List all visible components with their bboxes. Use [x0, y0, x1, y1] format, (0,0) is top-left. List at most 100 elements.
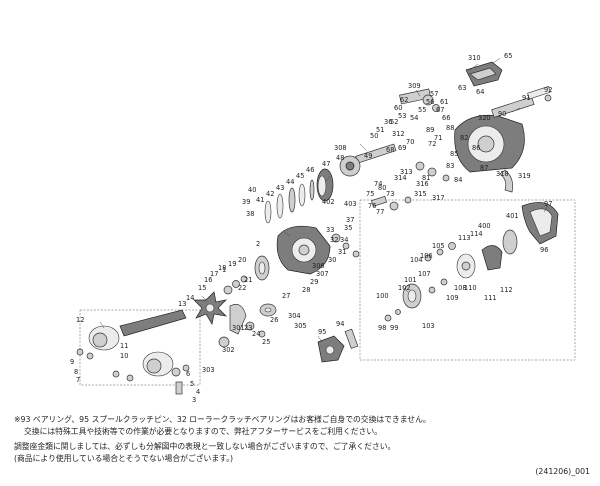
- part-label: 15: [198, 284, 206, 292]
- exploded-parts-diagram: 65 310 63 64 309 57 56 55 54 53 52 51 50…: [70, 52, 576, 404]
- part-label: 88: [446, 124, 454, 132]
- part-label: 62: [400, 96, 408, 104]
- part-label: 45: [296, 172, 304, 180]
- part-label: 111: [484, 294, 497, 302]
- part-label: 48: [336, 154, 344, 162]
- part-label: 30: [328, 256, 336, 264]
- part-label: 94: [336, 320, 344, 328]
- part-label: 105: [432, 242, 445, 250]
- part-label: 27: [282, 292, 290, 300]
- part-label: 61: [440, 98, 448, 106]
- part-label: 19: [228, 260, 236, 268]
- part-label: 320: [478, 114, 491, 122]
- part-label: 106: [420, 252, 433, 260]
- part-label: 13: [178, 300, 186, 308]
- drag-washer-stack: [264, 179, 412, 224]
- part-label: 57: [430, 90, 438, 98]
- part-label: 82: [460, 134, 468, 142]
- part-label: 63: [458, 84, 466, 92]
- part-label: 50: [370, 132, 378, 140]
- part-label: 97: [544, 200, 552, 208]
- part-label: 68: [386, 146, 394, 154]
- part-label: 314: [394, 174, 407, 182]
- part-label: 52: [390, 118, 398, 126]
- part-label: 41: [256, 196, 264, 204]
- part-label: 101: [404, 276, 417, 284]
- part-label: 112: [500, 286, 513, 294]
- part-label: 114: [470, 230, 483, 238]
- part-label: 29: [310, 278, 318, 286]
- part-label: 31: [338, 248, 346, 256]
- part-label: 401: [506, 212, 519, 220]
- part-label: 99: [390, 324, 398, 332]
- part-labels: 65 310 63 64 309 57 56 55 54 53 52 51 50…: [70, 52, 552, 404]
- group-frame-right: [359, 199, 576, 361]
- part-label: 14: [186, 294, 194, 302]
- part-label: 26: [270, 316, 278, 324]
- part-label: 72: [428, 140, 436, 148]
- part-label: 77: [376, 208, 384, 216]
- notes-block: ※93 ベアリング、95 スプールクラッチピン、32 ローラークラッチベアリング…: [14, 414, 594, 464]
- part-label: 64: [476, 88, 484, 96]
- part-label: 23: [244, 324, 252, 332]
- part-label: 11: [120, 342, 128, 350]
- part-label: 400: [478, 222, 491, 230]
- part-label: 33: [326, 226, 334, 234]
- part-label: 21: [244, 276, 252, 284]
- part-label: 65: [504, 52, 512, 60]
- note-line: 交換には特殊工具や技術等での作業が必要となりますので、弊社アフターサービスをご利…: [24, 426, 382, 436]
- part-label: 51: [376, 126, 384, 134]
- document-code: (241206)_001: [535, 467, 590, 476]
- part-label: 22: [238, 284, 246, 292]
- part-label: 18: [218, 264, 226, 272]
- note-line: ※93 ベアリング、95 スプールクラッチピン、32 ローラークラッチベアリング…: [14, 415, 431, 424]
- part-label: 32: [330, 236, 338, 244]
- part-label: 87: [480, 164, 488, 172]
- part-label: 17: [210, 270, 218, 278]
- part-label: 317: [432, 194, 445, 202]
- part-label: 109: [446, 294, 459, 302]
- note-line: 調整座金類に関しましては、必ずしも分解図中の表現と一致しない場合がございますので…: [14, 442, 396, 451]
- part-label: 69: [398, 144, 406, 152]
- part-label: 96: [540, 246, 548, 254]
- part-label: 318: [496, 170, 509, 178]
- part-label: 42: [266, 190, 274, 198]
- part-label: 108: [454, 284, 467, 292]
- part-label: 43: [276, 184, 284, 192]
- part-label: 3: [192, 396, 196, 404]
- handle-assembly: [76, 309, 190, 395]
- part-label: 83: [446, 162, 454, 170]
- part-label: 90: [498, 110, 506, 118]
- part-label: 6: [186, 370, 190, 378]
- gear-shaft-assembly: [316, 143, 450, 202]
- part-label: 319: [518, 172, 531, 180]
- part-label: 8: [74, 368, 78, 376]
- leader-lines: [99, 57, 549, 343]
- part-label: 35: [344, 224, 352, 232]
- part-label: 37: [346, 216, 354, 224]
- part-label: 92: [544, 86, 552, 94]
- part-label: 60: [394, 104, 402, 112]
- part-label: 80: [378, 184, 386, 192]
- part-label: 98: [378, 324, 386, 332]
- part-label: 2: [256, 240, 260, 248]
- part-label: 306: [312, 262, 325, 270]
- part-label: 316: [416, 180, 429, 188]
- part-label: 310: [468, 54, 481, 62]
- part-label: 100: [376, 292, 389, 300]
- part-label: 7: [76, 376, 80, 384]
- part-label: 102: [398, 284, 411, 292]
- right-sideplate-group: [384, 202, 559, 322]
- part-label: 46: [306, 166, 314, 174]
- part-label: 81: [422, 174, 430, 182]
- part-label: 20: [238, 256, 246, 264]
- part-label: 309: [408, 82, 421, 90]
- part-label: 302: [222, 346, 235, 354]
- part-label: 4: [196, 388, 200, 396]
- part-label: 305: [294, 322, 307, 330]
- part-label: 9: [70, 358, 74, 366]
- part-label: 313: [400, 168, 413, 176]
- part-label: 91: [522, 94, 530, 102]
- part-label: 24: [252, 330, 260, 338]
- star-drag: [193, 275, 277, 348]
